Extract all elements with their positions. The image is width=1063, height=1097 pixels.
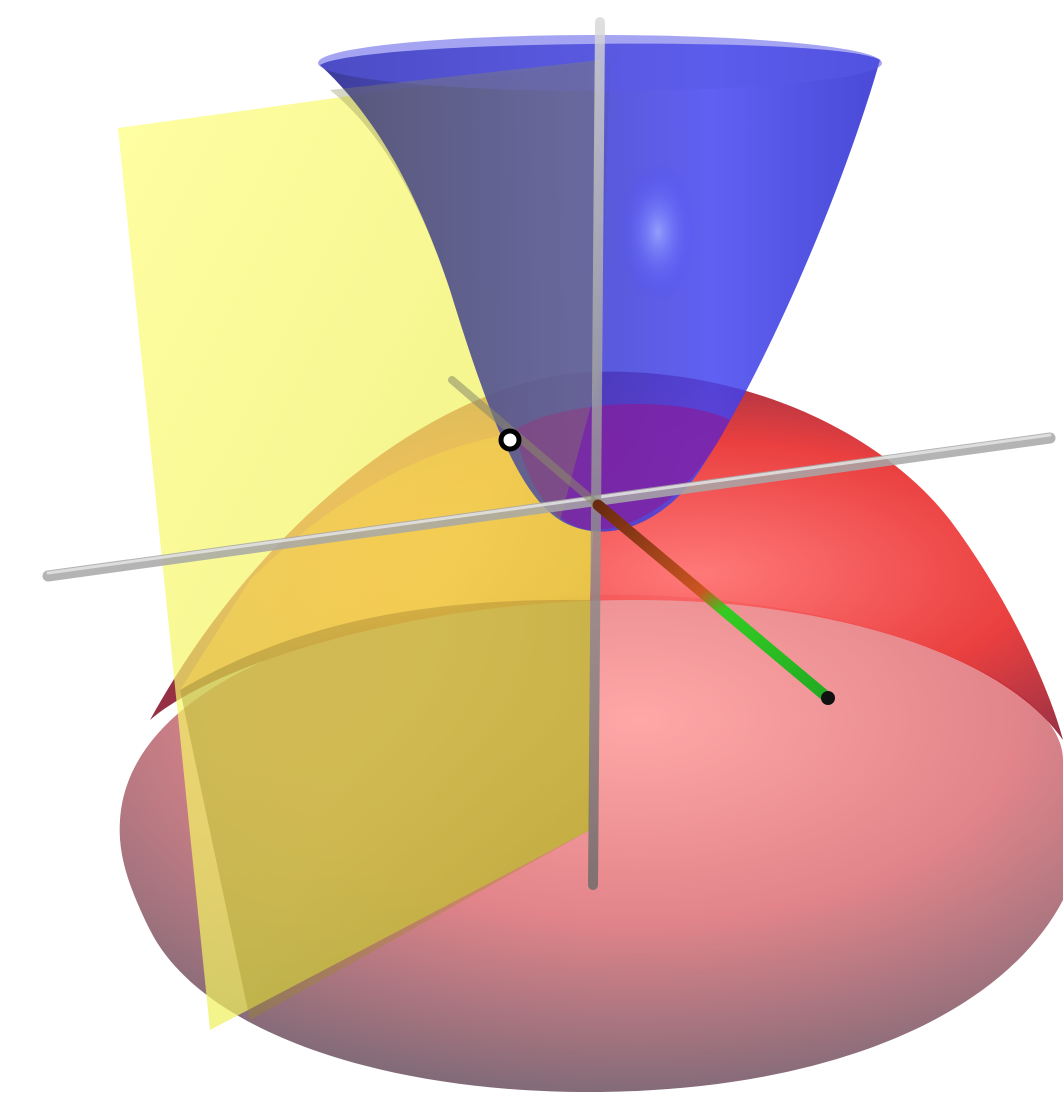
normal-vector bbox=[592, 499, 834, 704]
x-axis-highlight bbox=[46, 433, 1052, 575]
blue-red-overlap bbox=[515, 403, 730, 530]
plane-over-blue bbox=[330, 60, 600, 520]
x-axis bbox=[42, 432, 1056, 582]
plane-shadow bbox=[180, 599, 590, 1020]
blue-highlight bbox=[618, 162, 698, 302]
z-axis bbox=[588, 17, 605, 890]
y-axis bbox=[448, 376, 602, 509]
tangent-point bbox=[498, 428, 522, 452]
vector-tip bbox=[821, 691, 835, 705]
